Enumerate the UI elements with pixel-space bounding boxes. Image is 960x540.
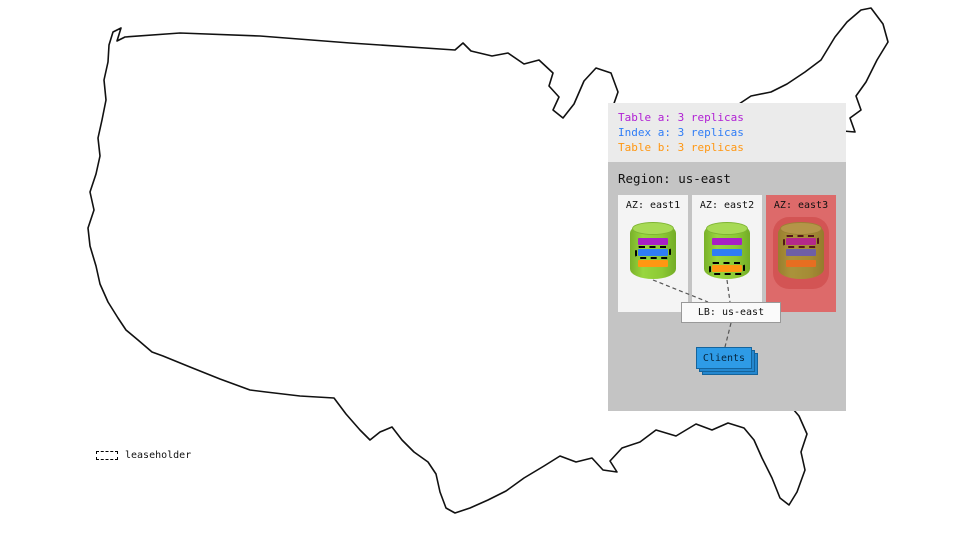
replica-bars (635, 238, 671, 267)
database-cylinder-icon (778, 222, 824, 279)
clients-stack: Clients (696, 347, 758, 375)
az-row: AZ: east1 AZ: east2 (618, 195, 836, 312)
az-east3: AZ: east3 (766, 195, 836, 312)
database-cylinder-icon (704, 222, 750, 279)
leaseholder-key-label: leaseholder (125, 450, 192, 461)
az-east3-label: AZ: east3 (773, 200, 829, 211)
leaseholder-swatch-icon (96, 451, 118, 460)
replica-legend: Table a: 3 replicas Index a: 3 replicas … (608, 103, 846, 162)
clients-label: Clients (702, 352, 746, 364)
table-a-replica-bar (712, 238, 742, 245)
legend-item-table-a: Table a: 3 replicas (618, 111, 744, 124)
load-balancer: LB: us-east (681, 302, 781, 323)
region-title: Region: us-east (618, 171, 731, 186)
table-b-replica-bar (786, 260, 816, 267)
legend-item-index-a: Index a: 3 replicas (618, 126, 744, 139)
clients-node: Clients (696, 347, 752, 369)
legend-item-table-b: Table b: 3 replicas (618, 141, 744, 154)
index-a-leaseholder-bar (635, 246, 671, 259)
az-down-overlay (773, 217, 829, 289)
leaseholder-key: leaseholder (96, 450, 191, 461)
az-east1: AZ: east1 (618, 195, 688, 312)
az-east2: AZ: east2 (692, 195, 762, 312)
load-balancer-label: LB: us-east (697, 307, 765, 318)
az-east1-label: AZ: east1 (625, 200, 681, 211)
az-east3-node (766, 217, 836, 289)
database-cylinder-icon (630, 222, 676, 279)
table-a-replica-bar (638, 238, 668, 245)
replica-bars (783, 235, 819, 267)
index-a-replica-bar (712, 249, 742, 256)
replica-bars (709, 238, 745, 275)
table-b-replica-bar (638, 260, 668, 267)
az-east2-label: AZ: east2 (699, 200, 755, 211)
table-a-leaseholder-bar (783, 235, 819, 248)
index-a-replica-bar (786, 249, 816, 256)
az-east1-node (618, 222, 688, 279)
az-east2-node (692, 222, 762, 279)
table-b-leaseholder-bar (709, 262, 745, 275)
